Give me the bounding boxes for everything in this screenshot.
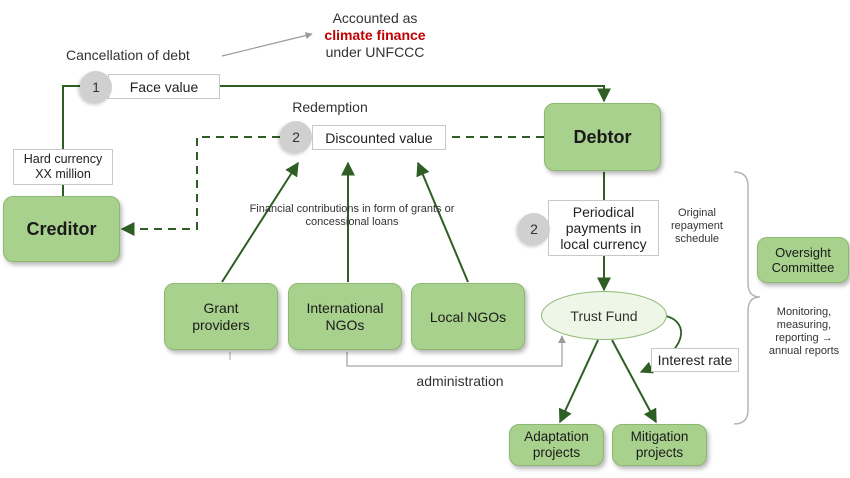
mitigation-projects-node: Mitigation projects bbox=[612, 424, 707, 466]
step-2-number-redemption: 2 bbox=[292, 129, 300, 145]
discounted-value-label: Discounted value bbox=[325, 129, 433, 146]
step-2-circle-periodical: 2 bbox=[518, 213, 550, 245]
oversight-bracket bbox=[733, 171, 761, 425]
step-1-circle: 1 bbox=[80, 71, 112, 103]
local-ngos-node: Local NGOs bbox=[411, 283, 525, 350]
trust-to-mitigation-arrow bbox=[611, 339, 657, 424]
administration-label: administration bbox=[416, 373, 504, 389]
step-2-circle-redemption: 2 bbox=[280, 121, 312, 153]
international-ngos-node: International NGOs bbox=[288, 283, 402, 350]
accounted-text: Accounted as climate finance under UNFCC… bbox=[300, 10, 450, 61]
discounted-to-creditor-dashed-arrow bbox=[120, 136, 280, 236]
cancellation-label: Cancellation of debt bbox=[66, 47, 190, 63]
interest-rate-label: Interest rate bbox=[657, 352, 733, 368]
administration-connector bbox=[346, 335, 566, 367]
trust-fund-label: Trust Fund bbox=[570, 307, 638, 324]
trust-fund-node: Trust Fund bbox=[541, 291, 667, 340]
step-2-number-periodical: 2 bbox=[530, 221, 538, 237]
face-value-box: Face value bbox=[108, 74, 220, 99]
redemption-label: Redemption bbox=[292, 99, 368, 115]
cancellation-to-accounted-arrow bbox=[221, 32, 313, 57]
grant-to-discounted-arrow bbox=[221, 161, 299, 283]
oversight-committee-node: Oversight Committee bbox=[757, 237, 849, 283]
adaptation-projects-node: Adaptation projects bbox=[509, 424, 604, 466]
interest-rate-box: Interest rate bbox=[651, 348, 739, 372]
original-schedule-label: Original repayment schedule bbox=[671, 207, 723, 245]
grant-providers-node: Grant providers bbox=[164, 283, 278, 350]
creditor-node: Creditor bbox=[3, 196, 120, 262]
hard-currency-box: Hard currency XX million bbox=[13, 149, 113, 185]
debtor-label: Debtor bbox=[573, 126, 632, 147]
trust-to-adaptation-arrow bbox=[558, 339, 599, 424]
face-value-label: Face value bbox=[129, 78, 199, 95]
contributions-label: Financial contributions in form of grant… bbox=[249, 203, 455, 228]
debtor-node: Debtor bbox=[544, 103, 661, 171]
accounted-line3: under UNFCCC bbox=[325, 44, 425, 60]
local-ngos-label: Local NGOs bbox=[429, 308, 507, 325]
monitoring-label: Monitoring, measuring, reporting → annua… bbox=[768, 306, 840, 357]
accounted-line1: Accounted as bbox=[332, 10, 418, 26]
face-value-to-debtor-arrow bbox=[220, 85, 611, 103]
step-1-number: 1 bbox=[92, 79, 100, 95]
local-ngo-to-discounted-arrow bbox=[416, 161, 469, 283]
periodical-payments-box: Periodical payments in local currency bbox=[548, 200, 659, 256]
discounted-value-box: Discounted value bbox=[312, 125, 446, 150]
climate-finance-highlight: climate finance bbox=[324, 27, 426, 43]
creditor-label: Creditor bbox=[26, 218, 97, 239]
